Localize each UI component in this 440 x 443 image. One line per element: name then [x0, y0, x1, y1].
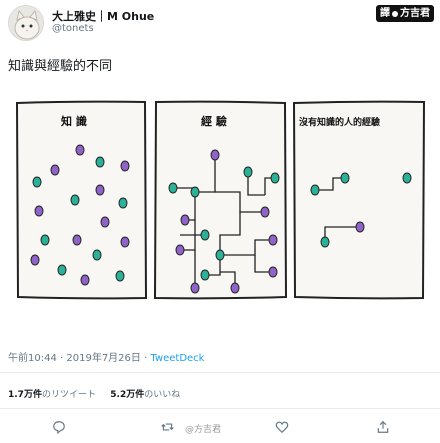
weibo-watermark: @方吉君: [185, 425, 222, 435]
knowledge-dots: [30, 144, 130, 286]
panel-label-no-knowledge: 沒有知識的人的經驗: [299, 116, 380, 128]
cat-avatar-icon: [14, 9, 40, 40]
experience-dots: [168, 149, 280, 294]
watermark-text: 譯: [380, 8, 390, 19]
tweet-date[interactable]: 2019年7月26日: [66, 353, 141, 364]
watermark-logo: 譯 方吉君: [376, 5, 434, 22]
dot-icon: [392, 10, 398, 17]
watermark-subtext: 方吉君: [400, 8, 430, 19]
retweet-icon[interactable]: [160, 419, 182, 441]
reply-icon[interactable]: [52, 419, 74, 441]
like-icon[interactable]: [275, 419, 297, 441]
retweet-stat[interactable]: 1.7万件のリツイート: [8, 390, 96, 400]
avatar[interactable]: [8, 5, 44, 41]
meta-separator-2: ·: [140, 353, 151, 364]
panel-label-experience: 經 驗: [201, 114, 227, 128]
panel-label-knowledge: 知 識: [60, 114, 87, 128]
divider: [0, 372, 440, 373]
like-stat[interactable]: 5.2万件のいいね: [110, 390, 180, 400]
like-label: のいいね: [144, 390, 181, 400]
like-count: 5.2万件: [110, 390, 145, 400]
panel-frame-no-knowledge: [292, 100, 426, 300]
share-icon[interactable]: [376, 419, 398, 441]
meta-separator: ·: [56, 353, 67, 364]
divider: [0, 408, 440, 409]
tweet-header: 大上雅史｜M Ohue @tonets 譯 方吉君: [0, 0, 440, 44]
tweet-source-link[interactable]: TweetDeck: [150, 353, 205, 364]
panel-frame-knowledge: [15, 100, 148, 300]
tweet-actions: [0, 419, 440, 441]
no-knowledge-network: [315, 177, 360, 240]
no-knowledge-dots: [310, 172, 412, 248]
display-name[interactable]: 大上雅史｜M Ohue: [52, 10, 155, 23]
comic-image[interactable]: 知 識 經 驗 沒有知識的人的經驗: [15, 100, 426, 300]
panel-frame-experience: [153, 100, 288, 300]
retweet-label: のリツイート: [41, 390, 96, 400]
tweet-meta: 午前10:44 · 2019年7月26日 · TweetDeck: [8, 349, 204, 364]
retweet-count: 1.7万件: [8, 390, 42, 400]
tweet-time[interactable]: 午前10:44: [8, 353, 57, 364]
user-handle[interactable]: @tonets: [52, 23, 94, 34]
tweet-text: 知識與經驗的不同: [8, 59, 113, 74]
comic-svg: 知 識 經 驗 沒有知識的人的經驗: [15, 100, 426, 300]
tweet-stats: 1.7万件のリツイート 5.2万件のいいね: [8, 387, 180, 400]
